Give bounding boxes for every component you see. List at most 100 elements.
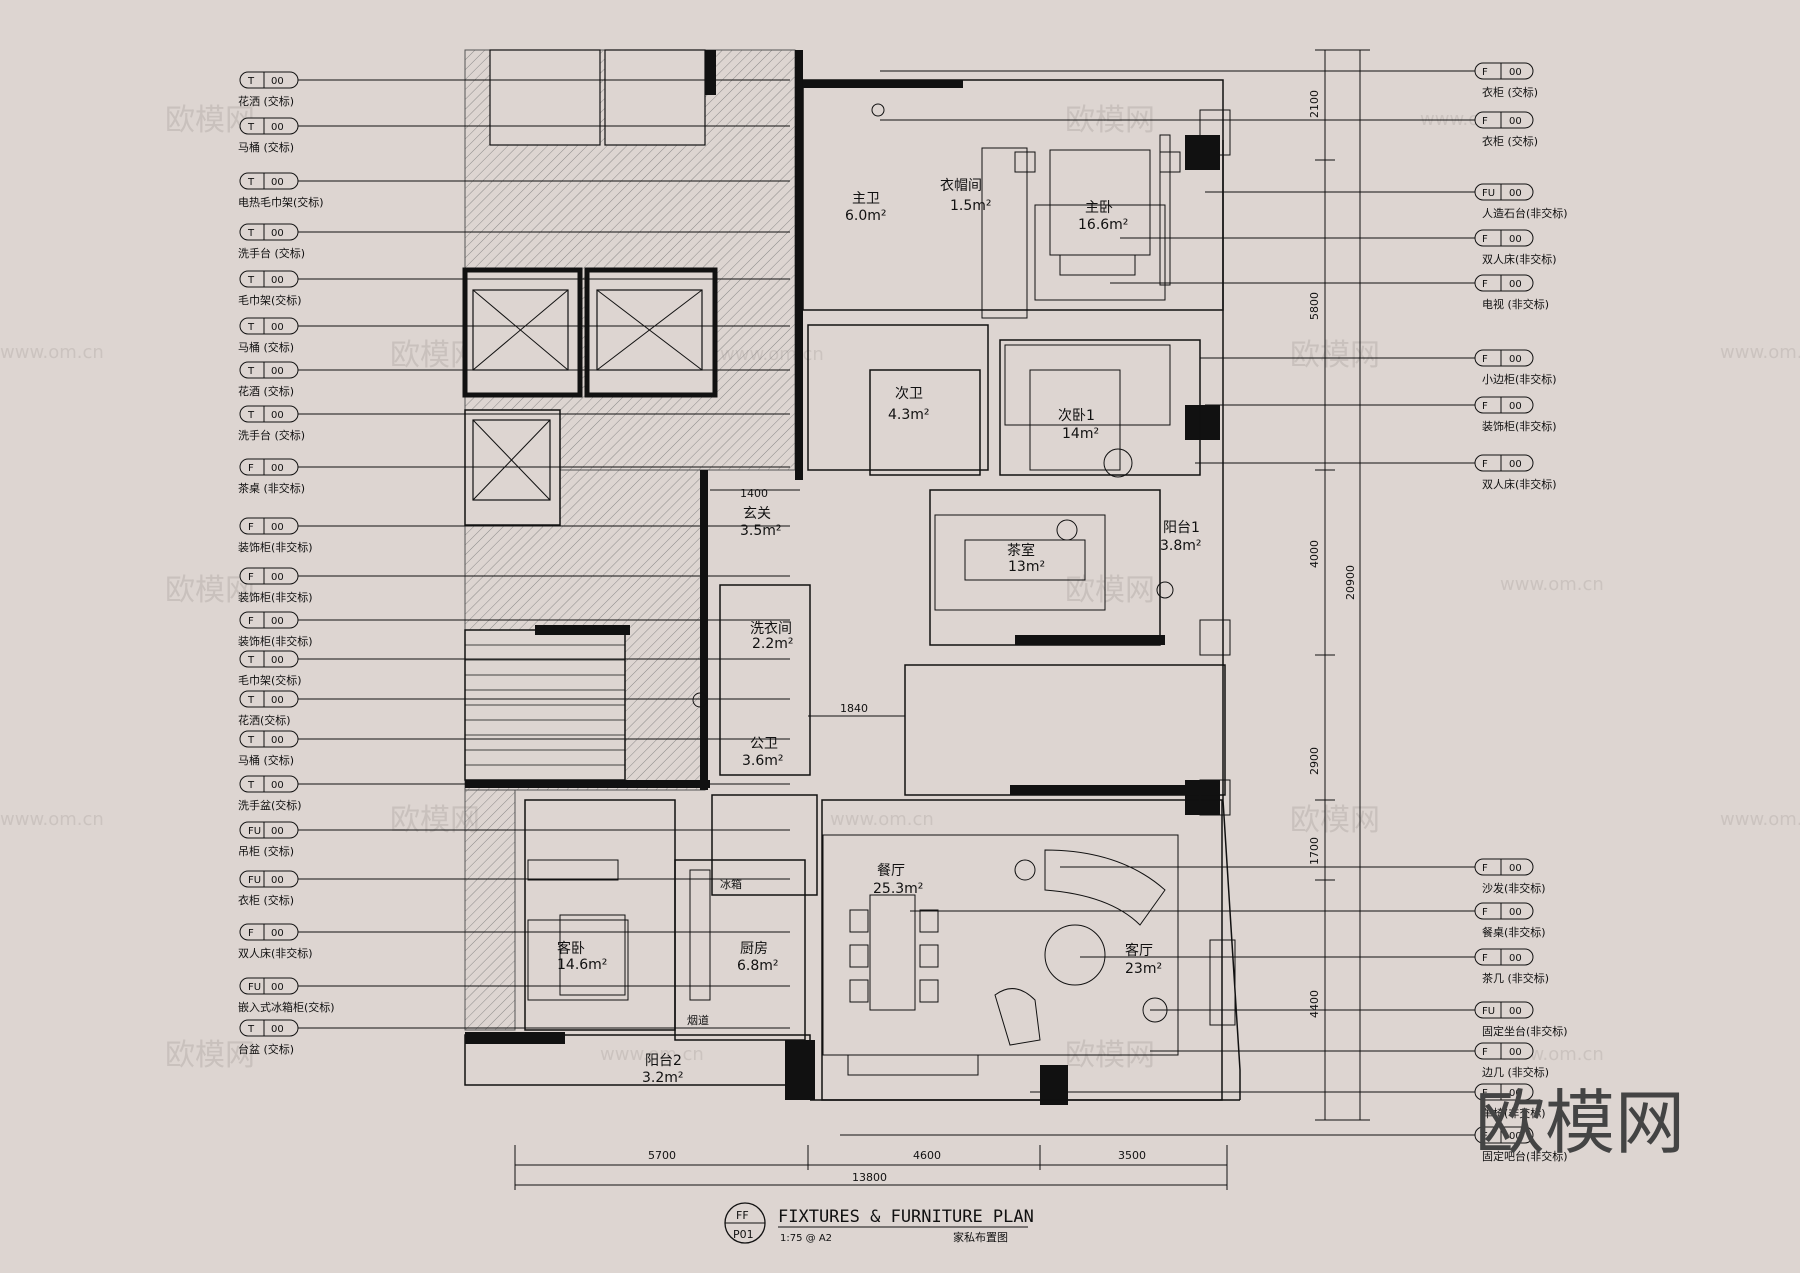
title-block: FF P01 FIXTURES & FURNITURE PLAN 1:75 @ …	[724, 1202, 1034, 1244]
room-area: 23m²	[1125, 961, 1162, 977]
tag-number: 00	[1509, 354, 1522, 365]
tag-pill	[1474, 858, 1534, 876]
tag-label: 洗手台 (交标)	[238, 428, 305, 442]
tag-code: F	[248, 616, 254, 627]
room-labels: 主卫 6.0m² 衣帽间 1.5m² 主卧 16.6m² 次卫 4.3m² 次卧…	[557, 178, 1202, 1086]
tag-label: 固定吧台(非交标)	[1482, 1149, 1568, 1163]
tag-number: 00	[271, 76, 284, 87]
tag-pill	[1474, 1126, 1534, 1144]
structural-core	[462, 49, 803, 1031]
dim-1400: 1400	[740, 487, 768, 500]
tag-code: T	[247, 1024, 255, 1035]
tag-number: 00	[1509, 116, 1522, 127]
tag-label: 电热毛巾架(交标)	[238, 195, 324, 209]
tag-code: FU	[248, 826, 261, 837]
tag-number: 00	[1509, 188, 1522, 199]
watermark-url: www.om.cn	[600, 1044, 704, 1065]
room-area: 14.6m²	[557, 957, 607, 973]
tag-pill	[1474, 111, 1534, 129]
room-name: 公卫	[750, 736, 778, 752]
dim-right-1: 2100	[1308, 90, 1321, 118]
tag-number: 00	[271, 875, 284, 886]
tag-code: T	[247, 275, 255, 286]
tag-code: F	[248, 928, 254, 939]
tag-code: F	[1482, 953, 1488, 964]
tag-number: 00	[271, 463, 284, 474]
dimension-lines	[514, 49, 1370, 1190]
room-name: 阳台2	[645, 1053, 682, 1069]
room-area: 14m²	[1062, 426, 1099, 442]
tag-pill	[1474, 62, 1534, 80]
tag-pill	[1474, 1001, 1534, 1019]
tag-number: 00	[1509, 1088, 1522, 1099]
watermark-text: 欧模网	[1065, 573, 1155, 608]
tag-number: 00	[271, 1024, 284, 1035]
room-area: 6.0m²	[845, 208, 887, 224]
room-name: 餐厅	[877, 863, 905, 879]
brand-logo: 欧模网	[1475, 1082, 1685, 1164]
tag-code: F	[1482, 1088, 1488, 1099]
tag-label: 花酒 (交标)	[238, 384, 294, 398]
room-name: 玄关	[743, 505, 771, 522]
dimension-text: 5700 4600 3500 13800 2100 5800 4000 2900…	[648, 90, 1357, 1184]
tag-code: T	[247, 122, 255, 133]
dim-1840: 1840	[840, 702, 868, 715]
room-area: 3.6m²	[742, 753, 784, 769]
tag-number: 00	[1509, 907, 1522, 918]
tag-number: 00	[271, 322, 284, 333]
tag-label: 嵌入式冰箱柜(交标)	[238, 1000, 335, 1014]
tag-code: F	[1482, 279, 1488, 290]
drawing-title: FIXTURES & FURNITURE PLAN	[778, 1207, 1034, 1227]
tag-pill	[1474, 902, 1534, 920]
room-area: 16.6m²	[1078, 217, 1128, 233]
dim-bottom-1: 5700	[648, 1149, 676, 1162]
tag-code: FU	[248, 982, 261, 993]
tag-code: F	[1482, 1131, 1488, 1142]
watermark-layer: 欧模网 欧模网 欧模网 欧模网 欧模网 欧模网 欧模网 欧模网 欧模网 欧模网 …	[0, 103, 1800, 1073]
tag-code: FU	[248, 875, 261, 886]
tag-number: 00	[271, 616, 284, 627]
room-name: 衣帽间	[940, 178, 982, 194]
room-name: 主卧	[1085, 200, 1113, 216]
tag-label: 边几 (非交标)	[1482, 1065, 1549, 1079]
watermark-url: www.om.cn	[0, 342, 104, 363]
tag-label: 装饰柜(非交标)	[238, 540, 313, 554]
tag-label: 装饰柜(非交标)	[238, 634, 313, 648]
tag-number: 00	[271, 366, 284, 377]
tag-label: 衣柜 (交标)	[1482, 134, 1538, 148]
room-name: 客卧	[557, 940, 585, 957]
tag-code: T	[247, 735, 255, 746]
watermark-url: www.om.cn	[0, 809, 104, 830]
tag-label: 双人床(非交标)	[238, 946, 313, 960]
unit-walls	[464, 79, 1241, 1105]
watermark-text: 欧模网	[165, 103, 255, 138]
left-tag: F 00 装饰柜(非交标)	[238, 611, 790, 648]
tag-label: 花洒 (交标)	[238, 94, 294, 108]
tag-pill	[1474, 1042, 1534, 1060]
tag-label: 装饰柜(非交标)	[238, 590, 313, 604]
tag-number: 00	[1509, 234, 1522, 245]
tag-label: 马桶 (交标)	[238, 753, 294, 767]
dim-right-4: 2900	[1308, 747, 1321, 775]
